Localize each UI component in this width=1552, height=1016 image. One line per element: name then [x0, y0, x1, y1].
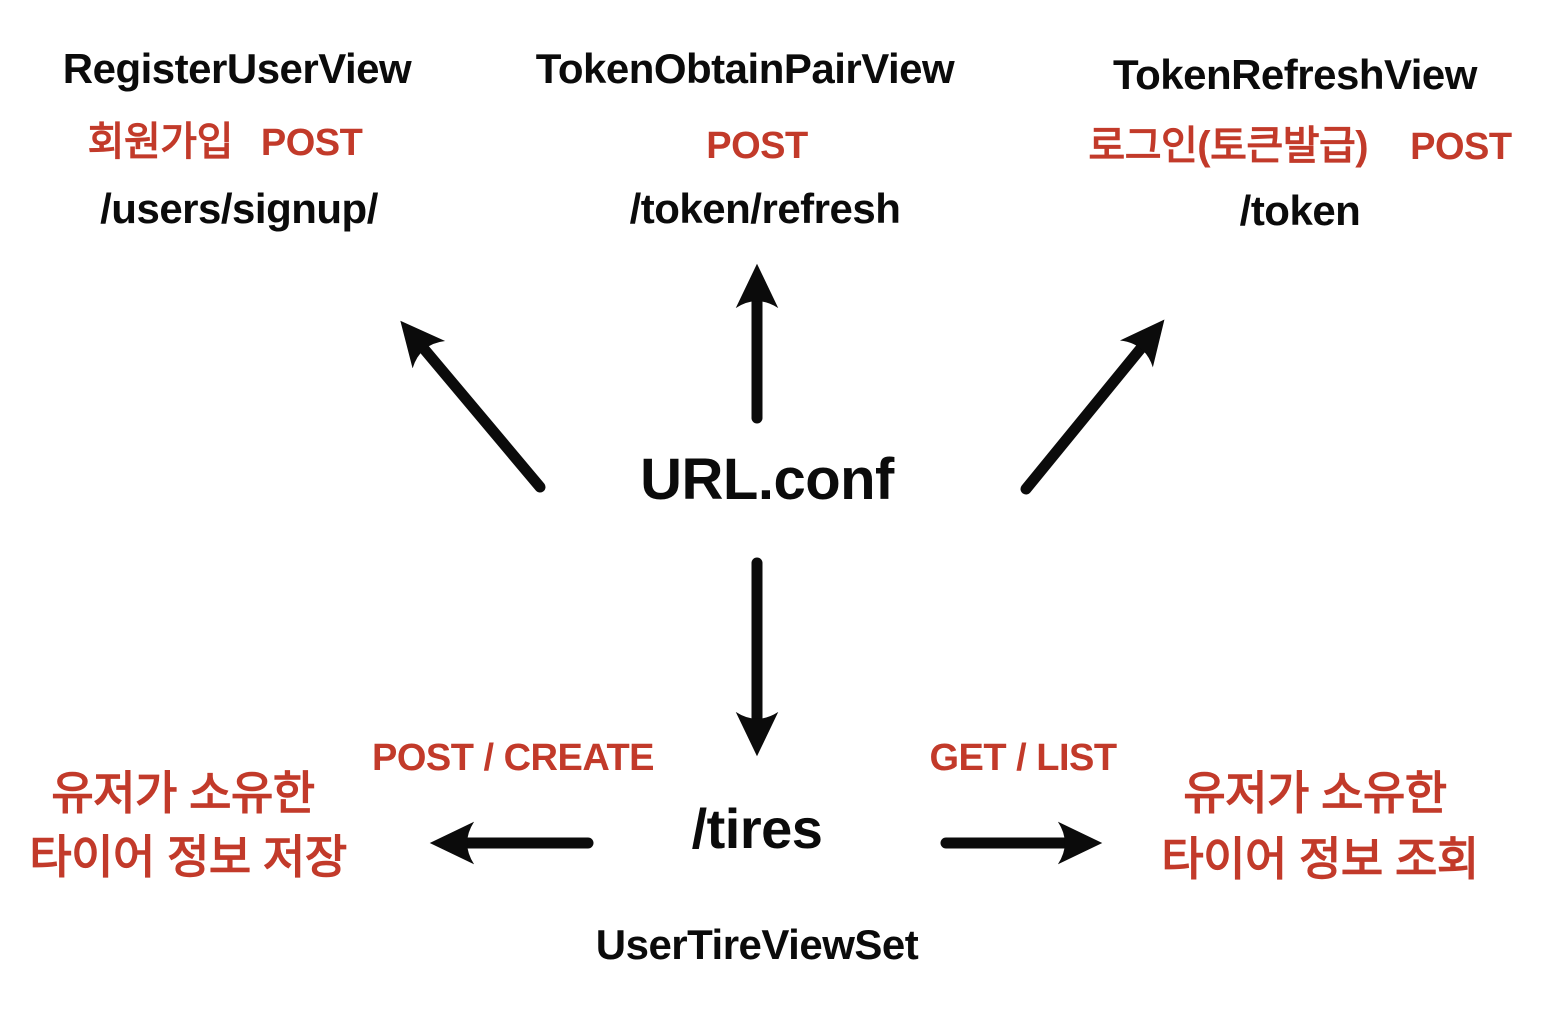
token-refresh-annotation-ko: 로그인(토큰발급)	[1088, 124, 1369, 168]
user-tire-view-set-name: UserTireViewSet	[595, 921, 919, 968]
tires-right-method: GET / LIST	[929, 737, 1117, 779]
token-obtain-pair-path: /token/refresh	[629, 185, 901, 232]
tires-right-desc-line2: 타이어 정보 조회	[1161, 833, 1479, 885]
token-refresh-annotation-row: 로그인(토큰발급) POST	[1088, 124, 1512, 169]
url-conf-label: URL.conf	[640, 447, 894, 512]
register-user-path: /users/signup/	[100, 185, 378, 232]
token-obtain-pair-method: POST	[706, 125, 808, 167]
register-user-view-name: RegisterUserView	[62, 45, 412, 92]
token-refresh-path: /token	[1239, 187, 1361, 234]
token-obtain-pair-view-name: TokenObtainPairView	[535, 45, 955, 92]
tires-path: /tires	[691, 797, 823, 860]
arrow-to-token-refresh-view	[1020, 319, 1165, 495]
register-user-annotation-row: 회원가입 POST	[88, 120, 363, 165]
arrow-to-register-user-view	[400, 320, 546, 493]
token-refresh-view-name: TokenRefreshView	[1113, 51, 1477, 98]
token-refresh-method: POST	[1410, 126, 1512, 168]
register-user-method: POST	[260, 122, 363, 164]
tires-left-method: POST / CREATE	[371, 737, 655, 779]
register-user-annotation-ko: 회원가입	[87, 120, 234, 164]
tires-left-desc-line1: 유저가 소유한	[51, 767, 315, 819]
tires-left-desc-line2: 타이어 정보 저장	[29, 831, 347, 883]
tires-right-desc-line1: 유저가 소유한	[1183, 767, 1447, 819]
